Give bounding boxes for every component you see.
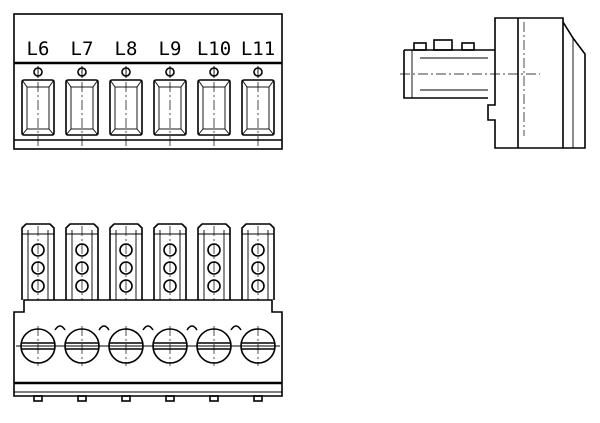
window-bevel	[268, 79, 275, 88]
plan-housing	[13, 299, 283, 397]
side-body	[487, 17, 564, 149]
terminal-windows	[21, 66, 275, 146]
housing-scallop	[54, 325, 66, 331]
housing-foot	[77, 395, 87, 402]
side-bump-1	[413, 42, 427, 51]
release-lever	[21, 223, 55, 300]
front-housing	[13, 13, 283, 150]
housing-foot	[209, 395, 219, 402]
window-bevel	[21, 128, 28, 136]
window-bevel	[197, 79, 204, 88]
release-lever	[153, 223, 187, 300]
window-bevel	[21, 79, 28, 88]
wire-window	[197, 79, 231, 136]
terminal-label: L11	[241, 38, 275, 60]
release-lever	[197, 223, 231, 300]
window-bevel	[241, 79, 248, 88]
housing-scallop	[230, 325, 242, 331]
window-bevel	[224, 128, 231, 136]
window-bevel	[224, 79, 231, 88]
side-latch	[562, 21, 586, 149]
side-bump-2	[433, 39, 453, 51]
plan-levers	[21, 223, 275, 300]
plan-feet	[33, 395, 263, 402]
plan-view	[13, 223, 283, 402]
wire-window	[21, 79, 55, 136]
housing-foot	[121, 395, 131, 402]
front-view: L6 L7 L8 L9 L10 L11	[13, 13, 283, 150]
window-bevel	[109, 79, 116, 88]
terminal-label: L6	[27, 38, 50, 60]
side-nose-outline	[403, 50, 488, 99]
window-bevel	[241, 128, 248, 136]
housing-foot	[33, 395, 43, 402]
wire-window	[153, 79, 187, 136]
window-bevel	[65, 128, 72, 136]
housing-scallop	[186, 325, 198, 331]
window-bevel	[65, 79, 72, 88]
terminal-label: L8	[115, 38, 138, 60]
terminal-label: L10	[197, 38, 231, 60]
release-lever	[65, 223, 99, 300]
window-bevel	[92, 128, 99, 136]
housing-scallop	[142, 325, 154, 331]
terminal-labels: L6 L7 L8 L9 L10 L11	[27, 38, 276, 60]
window-bevel	[180, 79, 187, 88]
terminal-label: L7	[71, 38, 94, 60]
plan-screws	[16, 325, 280, 366]
wire-window	[241, 79, 275, 136]
housing-foot	[253, 395, 263, 402]
side-bump-3	[461, 42, 475, 51]
window-bevel	[268, 128, 275, 136]
side-view	[400, 17, 586, 149]
window-bevel	[136, 79, 143, 88]
window-bevel	[180, 128, 187, 136]
window-bevel	[153, 79, 160, 88]
window-bevel	[197, 128, 204, 136]
window-bevel	[48, 79, 55, 88]
wire-window	[109, 79, 143, 136]
housing-scallop	[98, 325, 110, 331]
release-lever	[109, 223, 143, 300]
release-lever	[241, 223, 275, 300]
wire-window	[65, 79, 99, 136]
housing-foot	[165, 395, 175, 402]
terminal-label: L9	[159, 38, 182, 60]
window-bevel	[92, 79, 99, 88]
window-bevel	[48, 128, 55, 136]
window-bevel	[136, 128, 143, 136]
window-bevel	[109, 128, 116, 136]
window-bevel	[153, 128, 160, 136]
